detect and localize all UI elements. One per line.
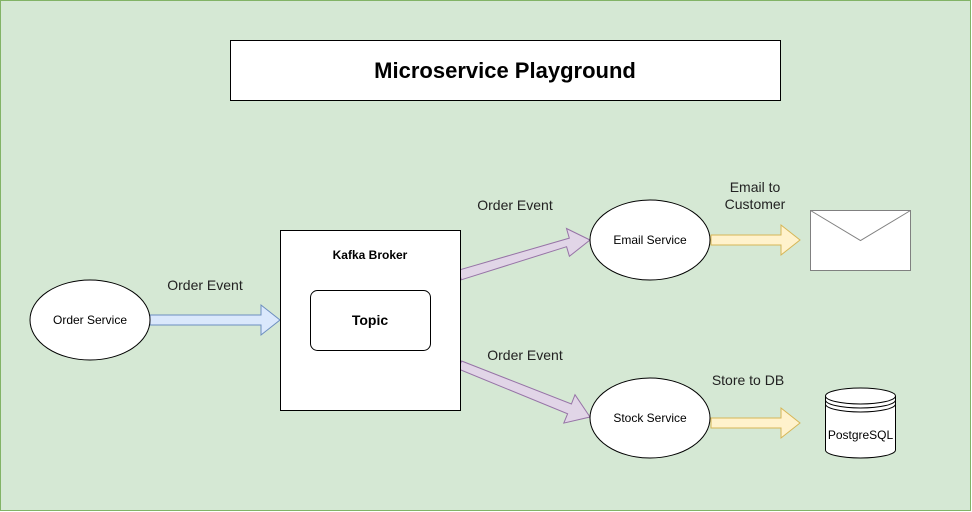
edge-label-email-to-customer-line1: Email to [730,179,781,195]
edge-label-email-to-customer-line2: Customer [725,196,786,212]
arrow-stock-to-db [710,406,801,440]
database-cylinder-icon: PostgreSQL [825,387,896,459]
arrow-kafka-to-email [457,227,591,281]
node-topic [310,290,431,351]
arrow-email-to-customer [710,223,801,257]
arrow-order-to-kafka [149,303,281,337]
node-kafka-broker: Kafka Broker Topic [280,230,461,411]
diagram-title: Microservice Playground [374,58,636,83]
edge-label-stock-to-db: Store to DB [712,372,784,388]
stock-service-label: Stock Service [613,411,687,425]
edge-label-kafka-to-stock: Order Event [487,347,563,363]
arrow-kafka-to-stock [457,360,591,424]
envelope-icon [810,210,911,271]
node-order-service: Order Service [29,279,151,361]
node-stock-service: Stock Service [589,377,711,459]
kafka-broker-label: Kafka Broker [333,248,408,262]
edge-label-order-to-kafka: Order Event [167,277,243,293]
title-box: Microservice Playground [230,40,781,101]
node-email-service: Email Service [589,199,711,281]
email-service-label: Email Service [613,233,687,247]
edge-label-kafka-to-email: Order Event [477,197,553,213]
order-service-label: Order Service [53,313,127,327]
topic-label: Topic [352,312,389,328]
postgresql-label: PostgreSQL [828,428,894,442]
